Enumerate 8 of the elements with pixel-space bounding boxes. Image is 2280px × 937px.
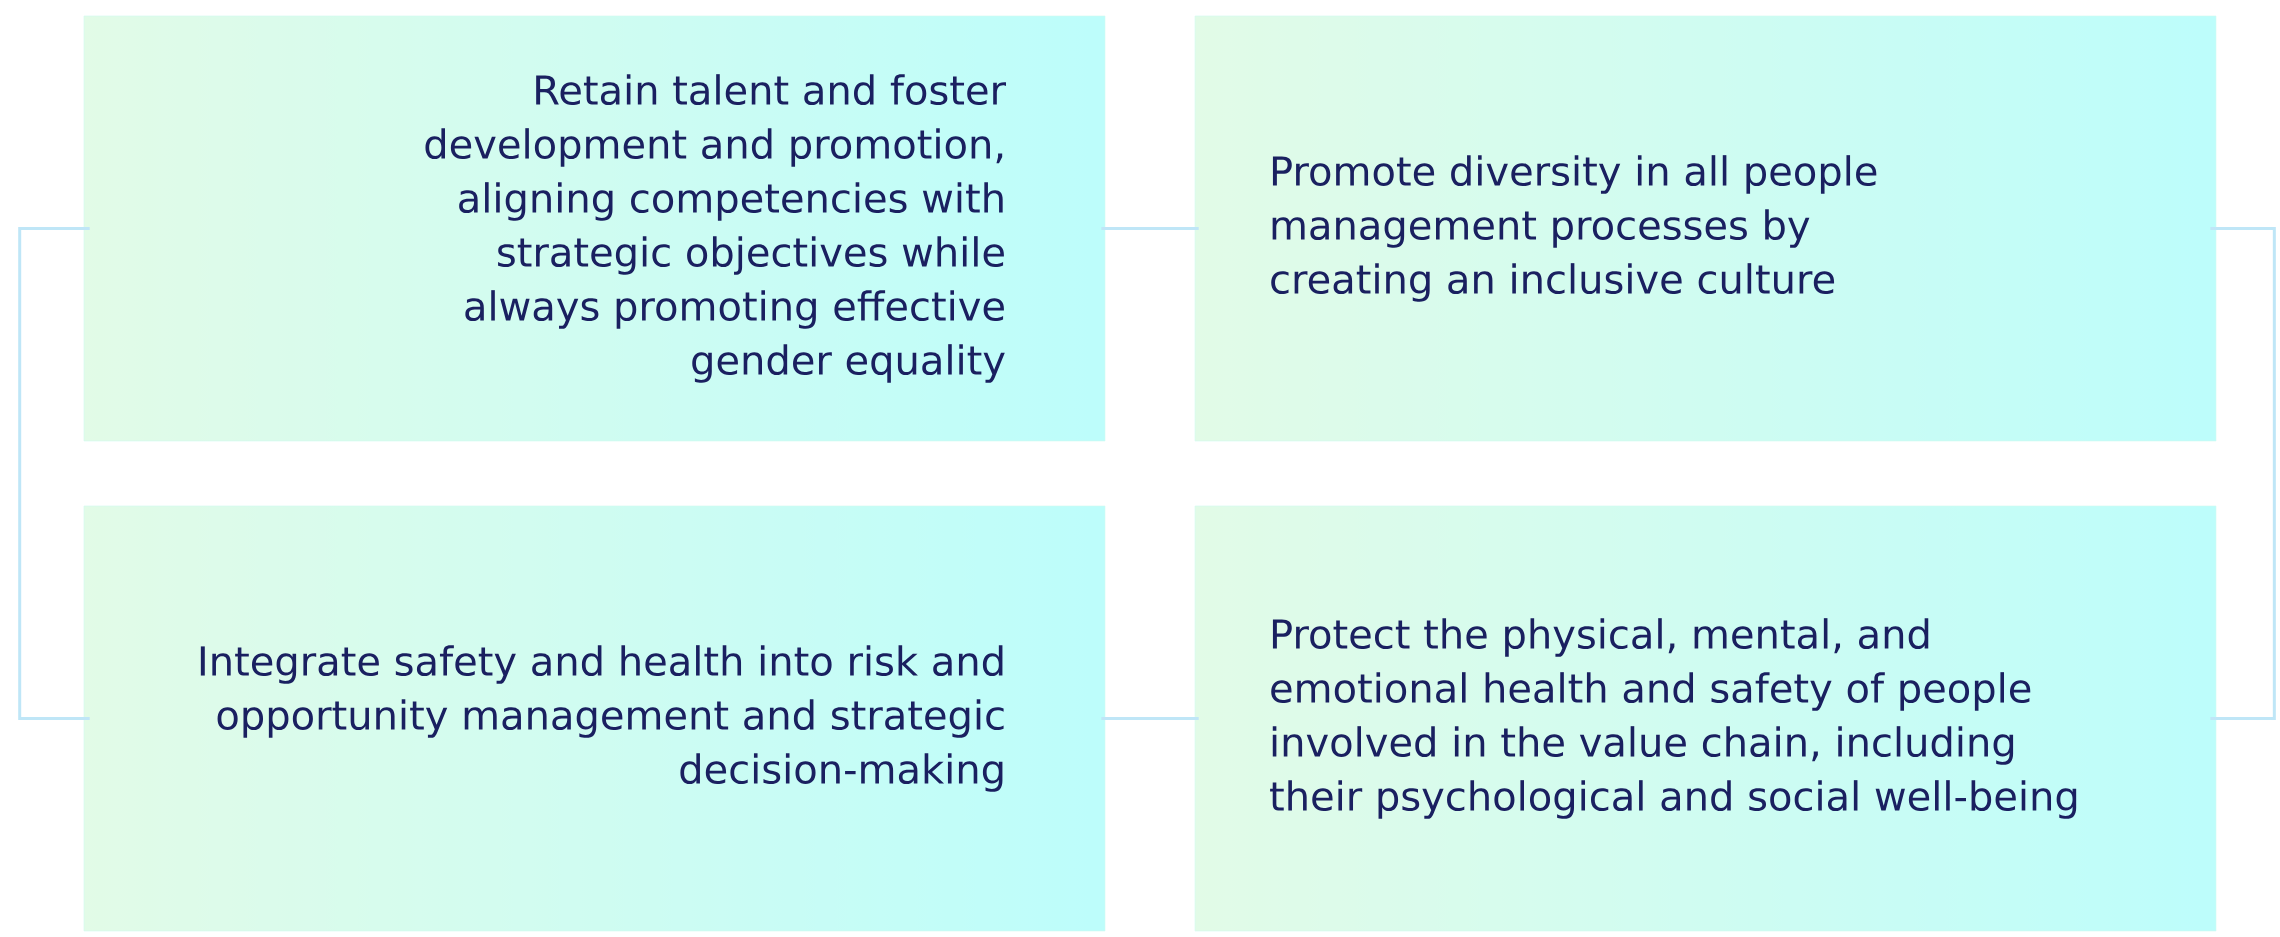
goal-box: Protect the physical, mental, and emotional health and safety of people involved in the value chain, including their psychological and social well-being [1194,505,2217,932]
goal-box: Retain talent and foster development and promotion, aligning competencies with strategic objectives while always promoting effective gender equality [83,15,1106,442]
connector-line [18,227,90,720]
goal-box: Promote diversity in all people management processes by creating an inclusive culture [1194,15,2217,442]
connector-line [2210,227,2276,720]
connector-line [1101,717,1199,720]
connector-line [1101,227,1199,230]
goal-box: Integrate safety and health into risk and opportunity management and strategic decision-making [83,505,1106,932]
